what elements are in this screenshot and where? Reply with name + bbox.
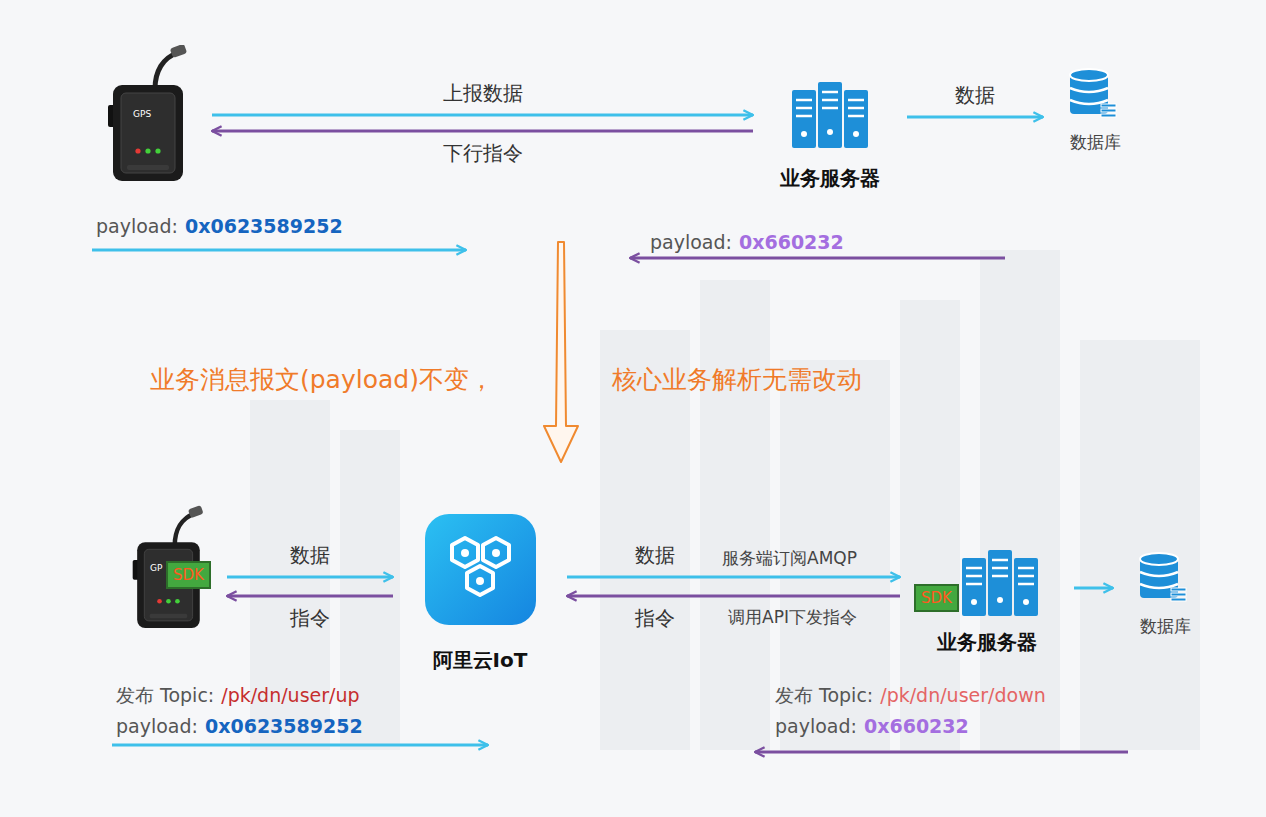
note-label: 0x660232	[864, 715, 969, 738]
node-label: 业务服务器	[937, 630, 1037, 654]
note-label: /pk/dn/user/down	[880, 684, 1045, 707]
database-icon	[1067, 68, 1117, 118]
edge-label: 数据	[635, 543, 675, 567]
sdk-badge: SDK	[166, 561, 211, 589]
flow-arrow	[567, 576, 900, 579]
transition-arrow	[544, 242, 578, 462]
note-label: 0x0623589252	[185, 215, 343, 238]
node-label: 阿里云IoT	[433, 648, 528, 672]
note-label: 发布 Topic:	[775, 684, 873, 707]
city-backdrop	[250, 250, 1200, 750]
badge-text: SDK	[921, 589, 952, 607]
flow-arrow	[227, 595, 393, 598]
sdk-badge: SDK	[914, 584, 959, 612]
note-label: /pk/dn/user/up	[221, 684, 359, 707]
note-label: 服务端订阅AMQP	[722, 548, 857, 568]
node-label: 业务服务器	[780, 166, 880, 190]
node-box: 数据库	[1125, 552, 1205, 636]
badge-text: SDK	[173, 566, 204, 584]
note-label: 0x660232	[739, 231, 844, 254]
server-icon	[790, 82, 870, 148]
server-icon	[960, 550, 1040, 616]
node-box: GPS	[105, 45, 200, 185]
note-label: 调用API下发指令	[728, 607, 857, 627]
payload-arrow	[630, 257, 1005, 260]
node-box: 业务服务器 SDK	[912, 550, 1062, 654]
device-text: GP	[150, 563, 162, 573]
note-label: 0x0623589252	[205, 715, 363, 738]
edge-label: 数据	[955, 83, 995, 107]
edge-label: 数据	[290, 543, 330, 567]
flow-arrow	[212, 130, 753, 133]
edge-label: 上报数据	[443, 81, 523, 105]
gps-device-icon	[105, 45, 200, 185]
node-box: 阿里云IoT	[405, 512, 555, 672]
node-box: GP SDK	[130, 505, 215, 633]
flow-arrow	[227, 576, 393, 579]
note-label: payload:	[96, 215, 178, 238]
flow-arrow	[212, 114, 753, 117]
node-label: 数据库	[1140, 616, 1191, 636]
database-icon	[1137, 552, 1187, 602]
note-label: payload:	[650, 231, 732, 254]
edge-label: 指令	[635, 606, 675, 630]
edge-label: 指令	[290, 606, 330, 630]
note-label: 发布 Topic:	[116, 684, 214, 707]
note-label: payload:	[775, 715, 857, 738]
device-text: GPS	[133, 109, 151, 119]
flow-arrow	[907, 116, 1043, 119]
note-label: 核心业务解析无需改动	[612, 365, 862, 395]
payload-arrow	[755, 751, 1128, 754]
payload-arrow	[92, 249, 466, 252]
flow-arrow	[567, 595, 900, 598]
iot-platform-icon	[423, 512, 538, 627]
note-label: 业务消息报文(payload)不变，	[150, 365, 494, 395]
node-box: 业务服务器	[765, 82, 895, 190]
flow-arrow	[1074, 587, 1113, 590]
node-label: 数据库	[1070, 132, 1121, 152]
edge-label: 下行指令	[443, 141, 523, 165]
note-label: payload:	[116, 715, 198, 738]
payload-arrow	[112, 744, 488, 747]
node-box: 数据库	[1055, 68, 1135, 152]
